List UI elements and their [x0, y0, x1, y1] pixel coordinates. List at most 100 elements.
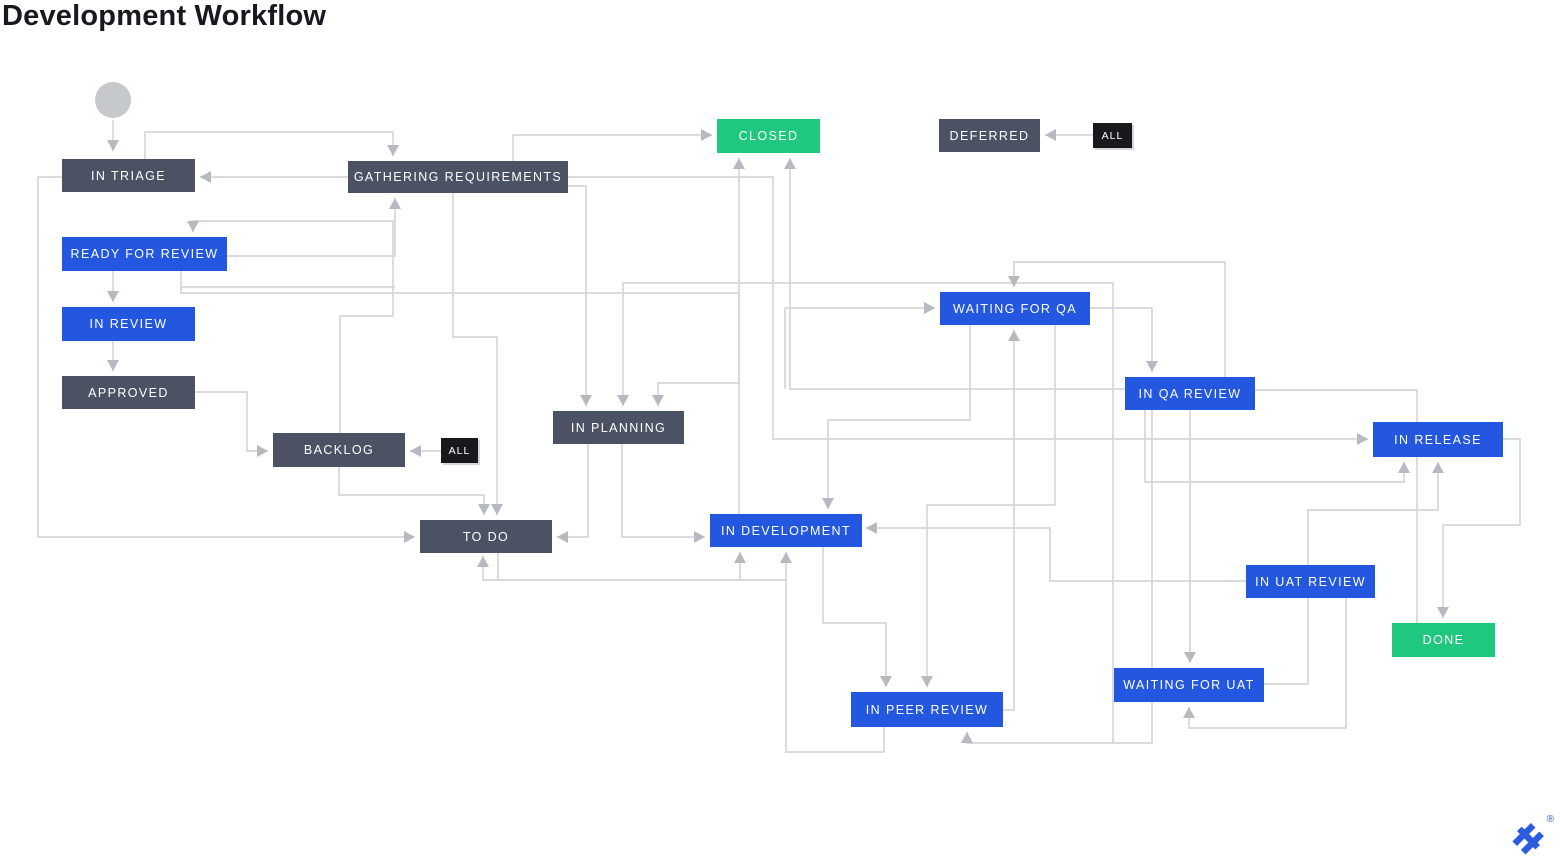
arrowhead-icon [557, 531, 568, 543]
arrowhead-icon [961, 732, 973, 743]
edge-waiting-for-qa-to-in-development [822, 325, 971, 509]
arrowhead-icon [617, 395, 629, 406]
start-node[interactable] [95, 82, 131, 118]
status-node-waiting-for-uat[interactable]: WAITING FOR UAT [1114, 668, 1264, 702]
edge-waiting-for-qa-to-in-qa-review [1090, 307, 1158, 372]
status-node-in-peer-review[interactable]: IN PEER REVIEW [851, 692, 1003, 727]
status-node-closed[interactable]: CLOSED [717, 119, 820, 153]
arrowhead-icon [1432, 462, 1444, 473]
arrowhead-icon [200, 171, 211, 183]
arrowhead-icon [107, 140, 119, 151]
status-node-in-qa-review[interactable]: IN QA REVIEW [1125, 377, 1255, 410]
arrowhead-icon [107, 360, 119, 371]
status-node-ready-for-review[interactable]: READY FOR REVIEW [62, 237, 227, 271]
edge-in-qa-review-to-in-peer-review [961, 410, 1153, 744]
arrowhead-icon [1008, 330, 1020, 341]
arrowhead-icon [866, 522, 877, 534]
edge-in-uat-review-to-in-release [1307, 462, 1444, 565]
edge-in-qa-review-to-in-release [1255, 389, 1418, 422]
arrowhead-icon [404, 531, 415, 543]
status-node-in-release[interactable]: IN RELEASE [1373, 422, 1503, 457]
edge-gathering-requirements-to-in-planning [568, 185, 592, 406]
arrowhead-icon [652, 395, 664, 406]
status-node-in-planning[interactable]: IN PLANNING [553, 411, 684, 444]
edge-in-qa-review-to-closed [784, 158, 1125, 390]
arrowhead-icon [1357, 433, 1368, 445]
edge-in-uat-review-to-waiting-for-uat [1183, 598, 1347, 729]
edge-waiting-for-uat-to-in-uat-review [1264, 598, 1309, 685]
arrowhead-icon [1146, 361, 1158, 372]
edge-in-peer-review-to-in-development [780, 552, 885, 753]
status-node-waiting-for-qa[interactable]: WAITING FOR QA [940, 292, 1090, 325]
edge-waiting-for-qa-to-in-peer-review [921, 325, 1056, 687]
arrowhead-icon [410, 445, 421, 457]
status-node-gathering-requirements[interactable]: GATHERING REQUIREMENTS [348, 161, 568, 193]
toptal-logo-icon [1512, 823, 1544, 855]
arrowhead-icon [1398, 462, 1410, 473]
page-title: Development Workflow [2, 0, 327, 32]
edge-in-development-to-in-peer-review [822, 547, 892, 687]
edge-gathering-requirements-to-to-do [452, 193, 503, 515]
arrowhead-icon [387, 145, 399, 156]
arrowhead-icon [580, 395, 592, 406]
edge-ready-for-review-to-in-review [107, 271, 119, 302]
arrowhead-icon [187, 221, 199, 232]
status-node-to-do[interactable]: TO DO [420, 520, 552, 553]
registered-trademark-symbol: ® [1546, 814, 1554, 825]
arrowhead-icon [491, 504, 503, 515]
edge-in-triage-to-to-do [37, 176, 415, 543]
arrowhead-icon [1437, 607, 1449, 618]
all-transitions-badge-all-deferred[interactable]: ALL [1093, 123, 1132, 148]
edge-in-peer-review-to-to-do [477, 556, 786, 581]
edge-in-planning-to-in-development [621, 444, 705, 543]
arrowhead-icon [478, 504, 490, 515]
edge-in-qa-review-to-in-release [1144, 410, 1410, 483]
arrowhead-icon [780, 552, 792, 563]
edge-gathering-requirements-to-in-triage [200, 171, 348, 183]
status-node-in-development[interactable]: IN DEVELOPMENT [710, 514, 862, 547]
edge-to-do-to-in-development [497, 552, 746, 581]
arrowhead-icon [880, 676, 892, 687]
edge-in-qa-review-to-waiting-for-uat [1184, 410, 1196, 663]
edge-waiting-for-uat-to-in-planning [617, 282, 1114, 743]
edge-ready-for-review-to-gathering-requirements [227, 198, 401, 257]
arrowhead-icon [1045, 129, 1056, 141]
arrowhead-icon [784, 158, 796, 169]
arrowhead-icon [389, 198, 401, 209]
status-node-deferred[interactable]: DEFERRED [939, 119, 1040, 152]
edge-approved-to-backlog [195, 391, 268, 457]
edge-gathering-requirements-to-closed [512, 129, 712, 161]
edge-in-triage-to-gathering-requirements [144, 131, 399, 159]
edge-in-review-to-approved [107, 341, 119, 371]
arrowhead-icon [924, 302, 935, 314]
arrowhead-icon [1184, 652, 1196, 663]
status-node-in-review[interactable]: IN REVIEW [62, 307, 195, 341]
edge-backlog-to-to-do [338, 467, 490, 515]
arrowhead-icon [734, 552, 746, 563]
all-transitions-badge-all-backlog[interactable]: ALL [441, 438, 478, 463]
status-node-backlog[interactable]: BACKLOG [273, 433, 405, 467]
arrowhead-icon [822, 498, 834, 509]
toptal-logo: ® [1508, 814, 1554, 860]
status-node-in-triage[interactable]: IN TRIAGE [62, 159, 195, 192]
edge-start-to-in-triage [107, 120, 119, 151]
edge-in-peer-review-to-waiting-for-qa [1003, 330, 1020, 711]
status-node-approved[interactable]: APPROVED [62, 376, 195, 409]
arrowhead-icon [107, 291, 119, 302]
arrowhead-icon [701, 129, 712, 141]
edge-in-planning-to-to-do [557, 444, 589, 543]
arrowhead-icon [694, 531, 705, 543]
edge-in-release-to-done [1437, 438, 1521, 618]
edge-in-qa-review-to-waiting-for-qa [1008, 261, 1226, 377]
edge-in-qa-review-to-waiting-for-qa [784, 302, 935, 389]
edge-all-backlog-to-backlog [410, 445, 441, 457]
edge-ready-for-review-to-in-planning [180, 271, 740, 406]
edge-all-deferred-to-deferred [1045, 129, 1093, 141]
arrowhead-icon [477, 556, 489, 567]
status-node-done[interactable]: DONE [1392, 623, 1495, 657]
edge-backlog-to-ready-for-review [187, 220, 394, 433]
status-node-in-uat-review[interactable]: IN UAT REVIEW [1246, 565, 1375, 598]
edge-in-uat-review-to-in-development [866, 522, 1246, 582]
